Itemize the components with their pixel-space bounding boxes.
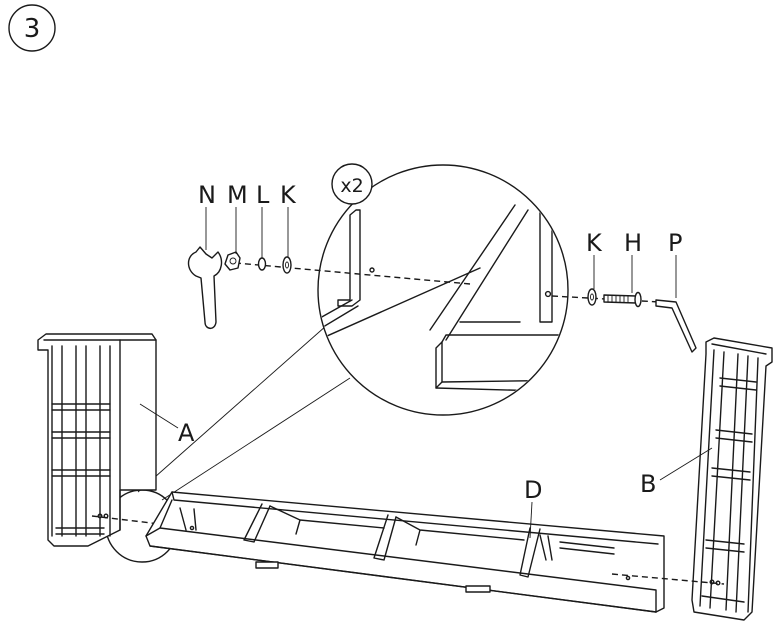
part-label-b: B xyxy=(640,470,656,498)
hex-key-icon xyxy=(655,299,697,353)
step-number: 3 xyxy=(24,14,41,44)
side-panel-a xyxy=(37,333,157,547)
quantity-label: x2 xyxy=(340,175,363,197)
wrench-icon xyxy=(187,246,223,330)
part-label-d: D xyxy=(524,476,542,504)
detail-leader-lines xyxy=(137,317,351,501)
base-frame-d xyxy=(145,491,665,613)
part-label-h: H xyxy=(624,229,642,257)
lock-washer-icon xyxy=(257,257,267,271)
part-label-k-right: K xyxy=(586,229,603,257)
quantity-badge: x2 xyxy=(331,163,373,205)
part-label-a: A xyxy=(178,419,195,447)
part-label-k-left: K xyxy=(280,181,297,209)
bolt-icon xyxy=(603,291,642,308)
nut-icon xyxy=(224,251,241,271)
step-badge: 3 xyxy=(8,4,56,52)
washer-icon-right xyxy=(587,288,597,306)
part-label-m: M xyxy=(227,181,248,209)
magnified-detail xyxy=(317,164,569,416)
part-label-n: N xyxy=(198,181,216,209)
part-label-p: P xyxy=(668,229,682,257)
side-panel-b xyxy=(691,337,773,621)
washer-icon xyxy=(282,256,292,274)
part-label-l: L xyxy=(256,181,270,209)
